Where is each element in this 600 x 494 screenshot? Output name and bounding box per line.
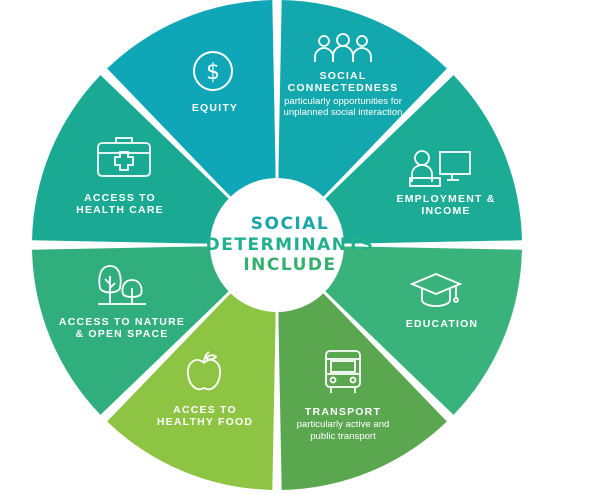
label-transport-title: TRANSPORT bbox=[304, 406, 382, 418]
label-equity: EQUITY bbox=[170, 102, 260, 114]
label-nature: ACCESS TO NATURE & OPEN SPACE bbox=[58, 316, 186, 341]
label-health-title: ACCESS TO HEALTH CARE bbox=[76, 192, 164, 217]
segment-social bbox=[277, 0, 447, 245]
medical-kit-icon bbox=[95, 135, 153, 179]
bus-icon bbox=[322, 348, 364, 396]
label-transport: TRANSPORT particularly active and public… bbox=[284, 406, 402, 442]
segment-education bbox=[277, 245, 522, 415]
label-education: EDUCATION bbox=[394, 318, 490, 330]
segment-equity bbox=[107, 0, 278, 245]
label-health: ACCESS TO HEALTH CARE bbox=[72, 192, 168, 217]
label-food: ACCES TO HEALTHY FOOD bbox=[152, 404, 258, 429]
segment-food bbox=[107, 245, 278, 490]
center-circle bbox=[210, 178, 344, 312]
label-social: SOCIAL CONNECTEDNESS particularly opport… bbox=[277, 70, 409, 118]
center-title-line-3: INCLUDE bbox=[243, 255, 337, 276]
worker-computer-icon bbox=[408, 148, 474, 188]
segment-health bbox=[32, 75, 277, 246]
graduation-cap-icon bbox=[410, 270, 462, 310]
label-food-title: ACCES TO HEALTHY FOOD bbox=[156, 404, 254, 429]
center-title-line-2: DETERMINANTS bbox=[205, 234, 375, 255]
label-nature-title: ACCESS TO NATURE & OPEN SPACE bbox=[58, 316, 186, 341]
segment-nature bbox=[32, 245, 277, 415]
people-group-icon bbox=[312, 32, 374, 64]
dollar-icon: $ bbox=[190, 48, 236, 94]
trees-icon bbox=[96, 262, 148, 308]
svg-text:$: $ bbox=[206, 60, 220, 85]
label-employment-title: EMPLOYMENT & INCOME bbox=[396, 193, 496, 218]
segment-transport bbox=[277, 245, 447, 490]
center-title: SOCIAL DETERMINANTS INCLUDE bbox=[200, 214, 380, 276]
label-employment: EMPLOYMENT & INCOME bbox=[396, 193, 496, 218]
label-education-title: EDUCATION bbox=[405, 318, 479, 330]
segment-employment bbox=[277, 75, 522, 246]
center-title-line-1: SOCIAL bbox=[250, 214, 330, 234]
apple-icon bbox=[184, 350, 224, 394]
label-social-subtitle: particularly opportunities for unplanned… bbox=[283, 95, 403, 119]
label-transport-subtitle: particularly active and public transport bbox=[296, 419, 390, 442]
label-social-title: SOCIAL CONNECTEDNESS bbox=[287, 70, 399, 95]
label-equity-title: EQUITY bbox=[191, 102, 239, 114]
